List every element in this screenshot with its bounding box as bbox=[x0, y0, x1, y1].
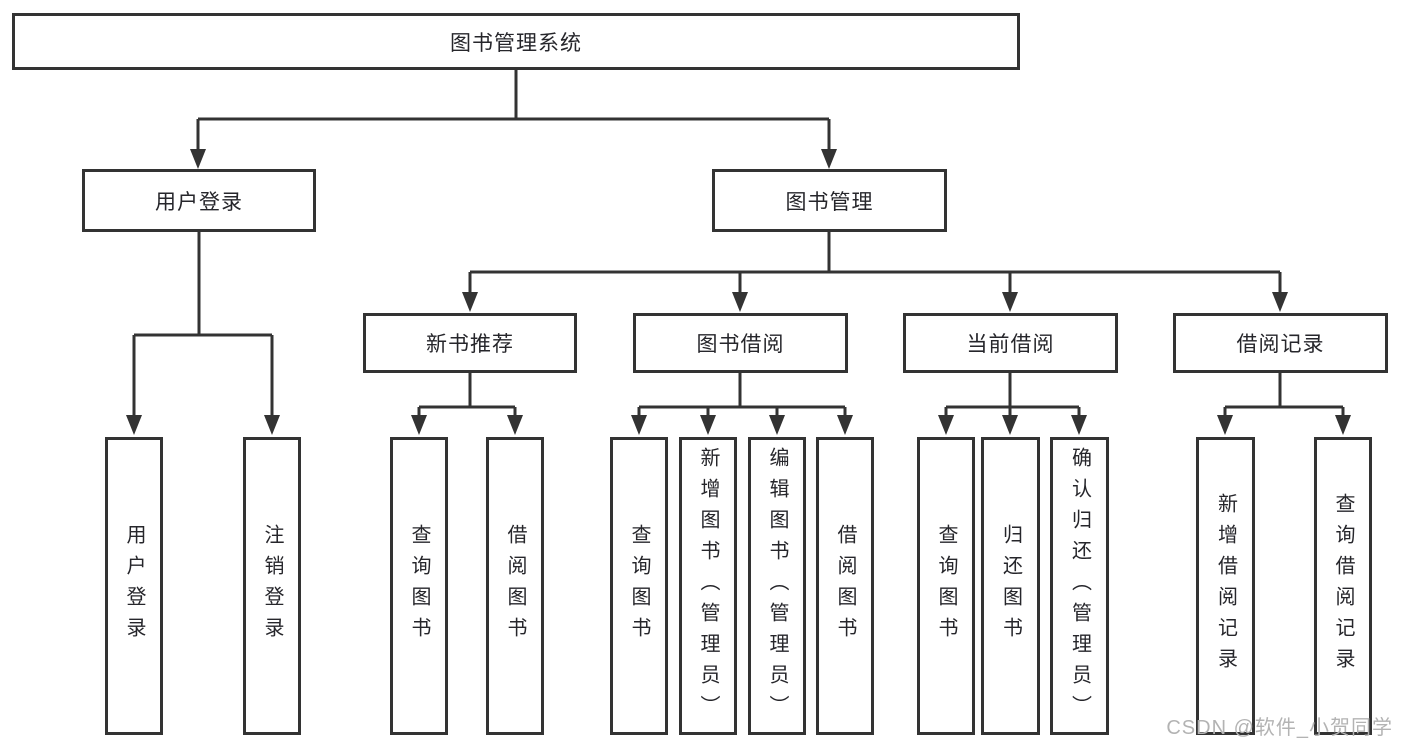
node-borrowing-records: 借阅记录 bbox=[1173, 313, 1388, 373]
leaf-logout-login: 注销登录 bbox=[243, 437, 301, 735]
arrow-down-icon bbox=[938, 415, 954, 435]
arrow-down-icon bbox=[732, 292, 748, 312]
leaf-label: 确认归还（管理员） bbox=[1068, 446, 1091, 726]
leaf-query-books-current: 查询图书 bbox=[917, 437, 975, 735]
leaf-add-borrow-record: 新增借阅记录 bbox=[1196, 437, 1255, 735]
arrow-down-icon bbox=[821, 149, 837, 169]
edge-current-borrowing-to-leaves bbox=[944, 373, 1081, 417]
leaf-label: 查询图书 bbox=[408, 524, 430, 648]
arrow-down-icon bbox=[126, 415, 142, 435]
leaf-label: 查询借阅记录 bbox=[1332, 493, 1354, 679]
leaf-borrow-books: 借阅图书 bbox=[816, 437, 874, 735]
arrow-down-icon bbox=[769, 415, 785, 435]
arrow-down-icon bbox=[411, 415, 427, 435]
edge-borrowing-records-to-leaves bbox=[1223, 373, 1345, 417]
leaf-borrow-books-recommend: 借阅图书 bbox=[486, 437, 544, 735]
arrowhead-icons bbox=[126, 149, 1351, 435]
edge-new-book-recommendation-to-leaves bbox=[417, 373, 517, 417]
leaf-user-login: 用户登录 bbox=[105, 437, 163, 735]
arrow-down-icon bbox=[631, 415, 647, 435]
leaf-label: 新增借阅记录 bbox=[1214, 493, 1237, 679]
leaf-confirm-return-admin: 确认归还（管理员） bbox=[1050, 437, 1109, 735]
node-new-book-recommendation: 新书推荐 bbox=[363, 313, 577, 373]
leaf-label: 借阅图书 bbox=[504, 524, 526, 648]
connector-paths bbox=[132, 70, 1345, 417]
arrow-down-icon bbox=[190, 149, 206, 169]
edge-book-management-to-level3 bbox=[468, 232, 1282, 294]
leaf-label: 注销登录 bbox=[261, 524, 283, 648]
leaf-add-books-admin: 新增图书（管理员） bbox=[679, 437, 737, 735]
arrow-down-icon bbox=[462, 292, 478, 312]
arrow-down-icon bbox=[1002, 292, 1018, 312]
node-user-login: 用户登录 bbox=[82, 169, 316, 232]
arrow-down-icon bbox=[1002, 415, 1018, 435]
leaf-edit-books-admin: 编辑图书（管理员） bbox=[748, 437, 806, 735]
edge-root-to-level2 bbox=[196, 70, 831, 151]
arrow-down-icon bbox=[1335, 415, 1351, 435]
edge-book-borrowing-to-leaves bbox=[637, 373, 847, 417]
leaf-return-books: 归还图书 bbox=[981, 437, 1040, 735]
node-current-borrowing: 当前借阅 bbox=[903, 313, 1118, 373]
arrow-down-icon bbox=[700, 415, 716, 435]
arrow-down-icon bbox=[1217, 415, 1233, 435]
leaf-query-books-recommend: 查询图书 bbox=[390, 437, 448, 735]
arrow-down-icon bbox=[507, 415, 523, 435]
node-book-management: 图书管理 bbox=[712, 169, 947, 232]
leaf-label: 编辑图书（管理员） bbox=[766, 446, 788, 726]
leaf-label: 新增图书（管理员） bbox=[697, 446, 719, 726]
leaf-label: 查询图书 bbox=[628, 524, 650, 648]
leaf-label: 借阅图书 bbox=[834, 524, 856, 648]
leaf-label: 归还图书 bbox=[999, 524, 1022, 648]
arrow-down-icon bbox=[1071, 415, 1087, 435]
node-book-borrowing: 图书借阅 bbox=[633, 313, 848, 373]
arrow-down-icon bbox=[264, 415, 280, 435]
node-library-management-system: 图书管理系统 bbox=[12, 13, 1020, 70]
arrow-down-icon bbox=[1272, 292, 1288, 312]
leaf-label: 查询图书 bbox=[935, 524, 957, 648]
edge-user-login-to-leaves bbox=[132, 232, 274, 417]
leaf-label: 用户登录 bbox=[123, 524, 145, 648]
arrow-down-icon bbox=[837, 415, 853, 435]
leaf-query-books-borrow: 查询图书 bbox=[610, 437, 668, 735]
leaf-query-borrow-record: 查询借阅记录 bbox=[1314, 437, 1372, 735]
